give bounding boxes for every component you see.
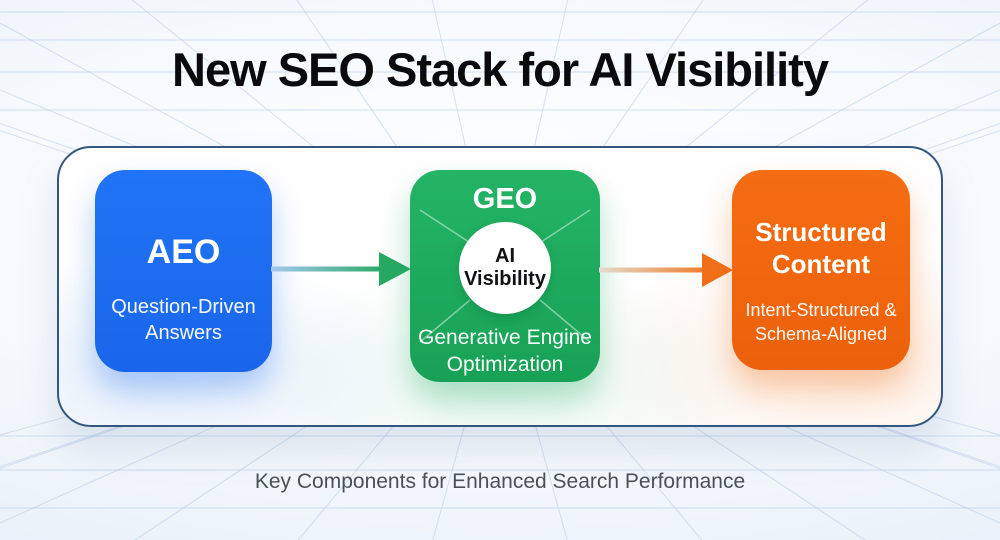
caption: Key Components for Enhanced Search Perfo…: [254, 470, 746, 493]
structured-content-card-title: Structured Content: [755, 217, 887, 279]
aeo-card: AEO Question-Driven Answers: [95, 170, 272, 372]
geo-card: GEO AI Visibility Generative Engine Opti…: [410, 170, 600, 382]
geo-card-subtitle: Generative Engine Optimization: [418, 326, 592, 376]
aeo-card-title: AEO: [146, 233, 221, 271]
page-title: New SEO Stack for AI Visibility: [172, 43, 829, 96]
aeo-card-subtitle: Question-Driven Answers: [111, 296, 256, 344]
geo-card-title: GEO: [472, 183, 538, 215]
structured-content-card: Structured Content Intent-Structured & S…: [732, 170, 910, 370]
structured-content-card-subtitle: Intent-Structured & Schema-Aligned: [745, 300, 897, 344]
arrow-geo-to-structured-icon: [599, 253, 733, 287]
components-panel: AEO Question-Driven Answers: [57, 146, 943, 427]
ai-visibility-badge-label: AI Visibility: [464, 245, 546, 290]
ai-visibility-badge: AI Visibility: [459, 222, 551, 314]
arrow-aeo-to-geo-icon: [271, 252, 411, 286]
